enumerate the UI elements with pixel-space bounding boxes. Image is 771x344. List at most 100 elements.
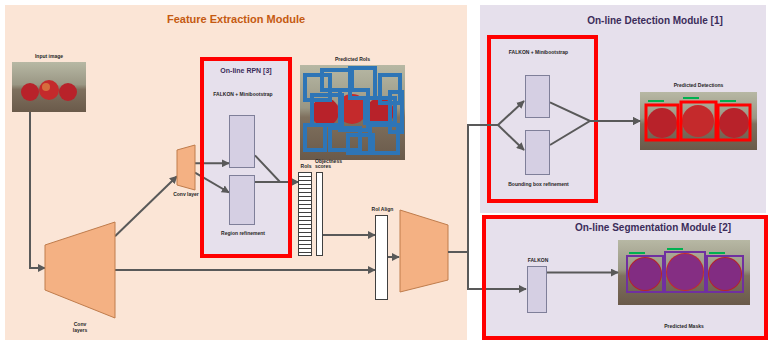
- mask: [709, 258, 741, 290]
- node-label: Predicted Detections: [652, 83, 745, 89]
- module-panel: On-line Detection Module [1] FALKON + Min…: [480, 5, 766, 213]
- flow-lines: [388, 101, 526, 289]
- roi-box: [322, 70, 352, 90]
- roi-box: [348, 135, 373, 153]
- trapezoid-shape: [45, 222, 115, 318]
- flow-line: [448, 125, 498, 252]
- tag-mark: [720, 100, 736, 102]
- node-label: Conv layer: [172, 192, 200, 198]
- roi-box: [305, 125, 325, 150]
- score-bar: Objectness scores: [316, 172, 323, 256]
- roi-align: RoI Align: [375, 215, 388, 300]
- node-label: On-line Segmentation Module [2]: [555, 222, 751, 234]
- falkon-box: FALKON + Minibootstrap: [229, 115, 255, 168]
- refinement-box: Region refinement: [229, 175, 255, 225]
- arrow-connector: [115, 176, 177, 236]
- trapezoid-shape: [177, 145, 195, 190]
- panel-fill: [480, 5, 766, 213]
- arrow-connector: [547, 272, 618, 274]
- tag-mark: [648, 100, 664, 102]
- arrow-connector: [550, 121, 640, 145]
- arrow-connector: [30, 112, 45, 268]
- falkon-box: FALKON: [527, 266, 547, 313]
- module-panel: On-line Segmentation Module [2] FALKON Pre…: [482, 215, 768, 340]
- rpn-module: On-line RPN [3] FALKON + MinibootstrapReg…: [200, 57, 292, 258]
- detection-boxes: [646, 102, 750, 140]
- masks: [629, 254, 741, 290]
- predicted-rois-image: Predicted RoIs: [300, 65, 405, 160]
- detection-box: [681, 102, 716, 140]
- node-label: Feature Extraction Module: [5, 13, 467, 26]
- apple: [682, 105, 714, 137]
- photo: [12, 62, 86, 112]
- tag-mark: [629, 252, 645, 254]
- photo: [300, 65, 405, 160]
- roi-boxes: [305, 68, 402, 153]
- arrow-connector: [115, 269, 375, 271]
- node-label: FALKON + Minibootstrap: [201, 92, 285, 98]
- apple: [21, 83, 39, 101]
- apple: [666, 253, 704, 291]
- mask: [629, 258, 661, 290]
- refinement-box: Bounding box refinement: [525, 130, 550, 175]
- conv-layers: Conv layers: [45, 222, 115, 318]
- roi-box: [350, 68, 375, 98]
- apple: [311, 98, 339, 126]
- input-image: Input image: [12, 62, 86, 112]
- node-label: On-line RPN [3]: [204, 67, 288, 75]
- conv-head: [400, 210, 448, 292]
- apple: [708, 257, 742, 291]
- detection-box: [646, 105, 678, 140]
- mask-box: [627, 256, 663, 292]
- mask-box: [707, 256, 743, 292]
- flow-arrow: [498, 101, 524, 125]
- tag-mark: [683, 97, 699, 99]
- panel-fill: [482, 215, 768, 340]
- apple: [647, 108, 677, 138]
- node-label: Region refinement: [211, 231, 275, 237]
- node-label: Predicted RoIs: [312, 57, 393, 63]
- arrow-connector: [323, 234, 375, 236]
- node-label: Predicted Masks: [642, 324, 726, 330]
- mask-boxes: [627, 252, 743, 292]
- tag-mark: [667, 248, 683, 250]
- node-label: Conv layers: [68, 322, 92, 334]
- roi-box: [390, 92, 402, 132]
- rois-stack: RoIs: [298, 172, 312, 256]
- apple: [719, 108, 749, 138]
- panel-fill: [200, 57, 292, 258]
- apple: [628, 257, 662, 291]
- apple: [59, 83, 77, 101]
- detection-box: [718, 105, 750, 140]
- detections-image: Predicted Detections: [640, 92, 757, 150]
- flow-arrow: [388, 256, 399, 258]
- node-label: Bounding box refinement: [496, 182, 581, 188]
- mask-box: [665, 252, 705, 292]
- arrow-connector: [550, 102, 640, 121]
- highlight-frame: [489, 37, 596, 201]
- node-label: Input image: [7, 54, 91, 60]
- node-label: On-line Detection Module [1]: [560, 15, 750, 27]
- panel-fill: [5, 5, 467, 340]
- flow-arrow: [468, 252, 526, 289]
- trapezoid-outline: [45, 222, 115, 318]
- node-label: Objectness scores: [315, 159, 353, 171]
- tag-mark: [709, 252, 725, 254]
- roi-box: [312, 95, 342, 125]
- node-label: FALKON + Minibootstrap: [496, 50, 581, 56]
- apple: [39, 80, 59, 100]
- node-label: FALKON: [513, 258, 563, 264]
- photo: [618, 240, 750, 305]
- mask: [667, 254, 703, 290]
- roi-box: [330, 128, 360, 150]
- flow-arrow: [498, 125, 524, 150]
- conv-layer: Conv layer: [177, 145, 195, 190]
- masks-image: Predicted Masks: [618, 240, 750, 305]
- module-panel: Feature Extraction ModuleInput imageConv…: [5, 5, 467, 340]
- node-label: RoI Align: [363, 207, 402, 213]
- photo: [640, 92, 757, 150]
- apple-highlight: [42, 83, 50, 91]
- trapezoid-outline: [177, 145, 195, 190]
- falkon-box: FALKON + Minibootstrap: [525, 75, 550, 118]
